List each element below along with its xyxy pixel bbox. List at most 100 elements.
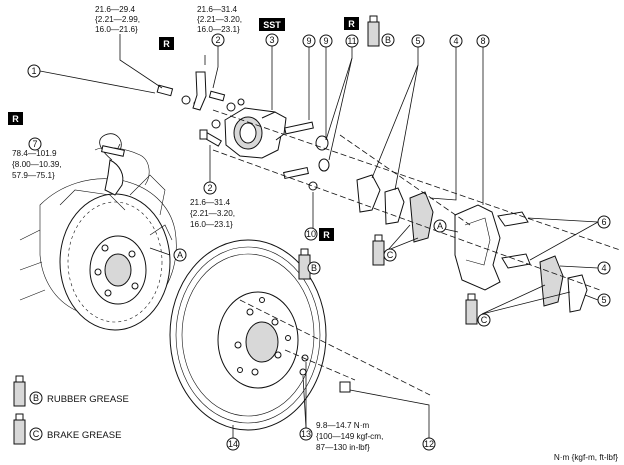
svg-text:12: 12 — [424, 439, 434, 449]
callout-13: 13 — [299, 427, 313, 441]
knuckle-hub-assembly — [19, 133, 177, 331]
guide-pins — [283, 121, 314, 180]
svg-text:{8.00—10.39,: {8.00—10.39, — [12, 160, 62, 169]
svg-text:14: 14 — [228, 439, 238, 449]
sleeve — [308, 181, 318, 191]
svg-text:78.4—101.9: 78.4—101.9 — [12, 149, 57, 158]
svg-text:4: 4 — [453, 36, 458, 46]
svg-text:5: 5 — [415, 36, 420, 46]
callout-6: 6 — [597, 215, 611, 229]
svg-text:11: 11 — [347, 36, 356, 46]
callout-2-top: 2 — [211, 33, 225, 47]
svg-text:SST: SST — [263, 20, 281, 30]
callout-9-mid: 9 — [319, 34, 333, 48]
caliper-bolts — [199, 129, 222, 147]
svg-text:13: 13 — [301, 429, 311, 439]
units-note: N·m {kgf-m, ft-lbf} — [554, 453, 618, 462]
leader-lines — [39, 34, 599, 438]
svg-text:10: 10 — [306, 229, 316, 239]
callout-1: 1 — [27, 64, 41, 78]
svg-text:BRAKE GREASE: BRAKE GREASE — [47, 430, 121, 441]
callout-b-top: B — [381, 33, 395, 47]
svg-text:16.0—23.1}: 16.0—23.1} — [190, 220, 233, 229]
svg-text:B: B — [385, 35, 391, 45]
callout-a-left: A — [173, 248, 187, 262]
svg-text:{2.21—2.99,: {2.21—2.99, — [95, 15, 140, 24]
misc-bolts — [101, 145, 351, 393]
callout-7: 7 — [28, 137, 42, 151]
callout-9-top: 9 — [302, 34, 316, 48]
svg-text:B: B — [33, 393, 39, 403]
callout-2-bottom: 2 — [203, 181, 217, 195]
svg-text:A: A — [437, 221, 443, 231]
callout-4-right: 4 — [597, 261, 611, 275]
brake-pads — [409, 191, 564, 307]
svg-text:{2.21—3.20,: {2.21—3.20, — [190, 209, 235, 218]
svg-text:R: R — [323, 230, 330, 240]
svg-text:21.6—31.4: 21.6—31.4 — [190, 198, 231, 207]
r-box-4: R — [319, 228, 334, 241]
caliper-body — [224, 98, 287, 159]
svg-text:{2.21—3.20,: {2.21—3.20, — [197, 15, 242, 24]
boots — [315, 135, 330, 172]
callout-10: 10 — [304, 227, 318, 241]
shims — [356, 174, 588, 313]
svg-text:B: B — [311, 263, 317, 273]
callout-c-mid: C — [383, 248, 397, 262]
callout-11: 11 — [345, 34, 359, 48]
bleeder-banjo-parts — [156, 71, 226, 129]
svg-text:2: 2 — [215, 35, 220, 45]
svg-text:{100—149 kgf-cm,: {100—149 kgf-cm, — [316, 432, 383, 441]
svg-text:C: C — [387, 250, 394, 260]
svg-text:RUBBER GREASE: RUBBER GREASE — [47, 394, 129, 405]
svg-text:C: C — [33, 429, 40, 439]
callout-3: 3 — [265, 33, 279, 47]
brake-disc — [169, 239, 327, 431]
svg-text:21.6—29.4: 21.6—29.4 — [95, 5, 136, 14]
assembly-axes — [212, 109, 621, 396]
svg-text:16.0—21.6}: 16.0—21.6} — [95, 25, 138, 34]
svg-text:C: C — [481, 315, 488, 325]
svg-text:5: 5 — [601, 295, 606, 305]
svg-text:8: 8 — [480, 36, 485, 46]
svg-text:21.6—31.4: 21.6—31.4 — [197, 5, 238, 14]
legend-rubber-grease: B RUBBER GREASE — [29, 391, 129, 405]
svg-text:6: 6 — [601, 217, 606, 227]
svg-text:57.9—75.1}: 57.9—75.1} — [12, 171, 55, 180]
callout-b-mid: B — [307, 261, 321, 275]
callout-8: 8 — [476, 34, 490, 48]
svg-text:16.0—23.1}: 16.0—23.1} — [197, 25, 240, 34]
svg-text:2: 2 — [207, 183, 212, 193]
callout-14: 14 — [226, 437, 240, 451]
callout-c-right: C — [477, 313, 491, 327]
svg-text:R: R — [163, 39, 170, 49]
callout-4-top: 4 — [449, 34, 463, 48]
svg-text:R: R — [348, 19, 355, 29]
torque-spec-2-top: 21.6—31.4 {2.21—3.20, 16.0—23.1} — [197, 5, 242, 34]
r-box-2: R — [8, 112, 23, 125]
callout-5-right: 5 — [597, 293, 611, 307]
svg-text:A: A — [177, 250, 183, 260]
svg-text:7: 7 — [32, 139, 37, 149]
r-box-1: R — [159, 37, 174, 50]
svg-text:9.8—14.7 N·m: 9.8—14.7 N·m — [316, 421, 369, 430]
torque-spec-13: 9.8—14.7 N·m {100—149 kgf-cm, 87—130 in-… — [316, 421, 383, 452]
torque-spec-1: 21.6—29.4 {2.21—2.99, 16.0—21.6} — [95, 5, 140, 34]
svg-text:87—130 in-lbf}: 87—130 in-lbf} — [316, 443, 370, 452]
torque-spec-7: 78.4—101.9 {8.00—10.39, 57.9—75.1} — [12, 149, 62, 180]
svg-text:1: 1 — [31, 66, 36, 76]
callout-12: 12 — [422, 437, 436, 451]
svg-text:R: R — [12, 114, 19, 124]
torque-spec-2-bottom: 21.6—31.4 {2.21—3.20, 16.0—23.1} — [190, 198, 235, 229]
svg-text:4: 4 — [601, 263, 606, 273]
grease-tubes — [13, 15, 478, 445]
sst-box: SST — [259, 18, 285, 31]
caliper-mounting-support — [454, 204, 501, 291]
callout-5-top: 5 — [411, 34, 425, 48]
legend-brake-grease: C BRAKE GREASE — [29, 427, 121, 441]
svg-text:9: 9 — [323, 36, 328, 46]
r-box-3: R — [344, 17, 359, 30]
svg-text:3: 3 — [269, 35, 274, 45]
